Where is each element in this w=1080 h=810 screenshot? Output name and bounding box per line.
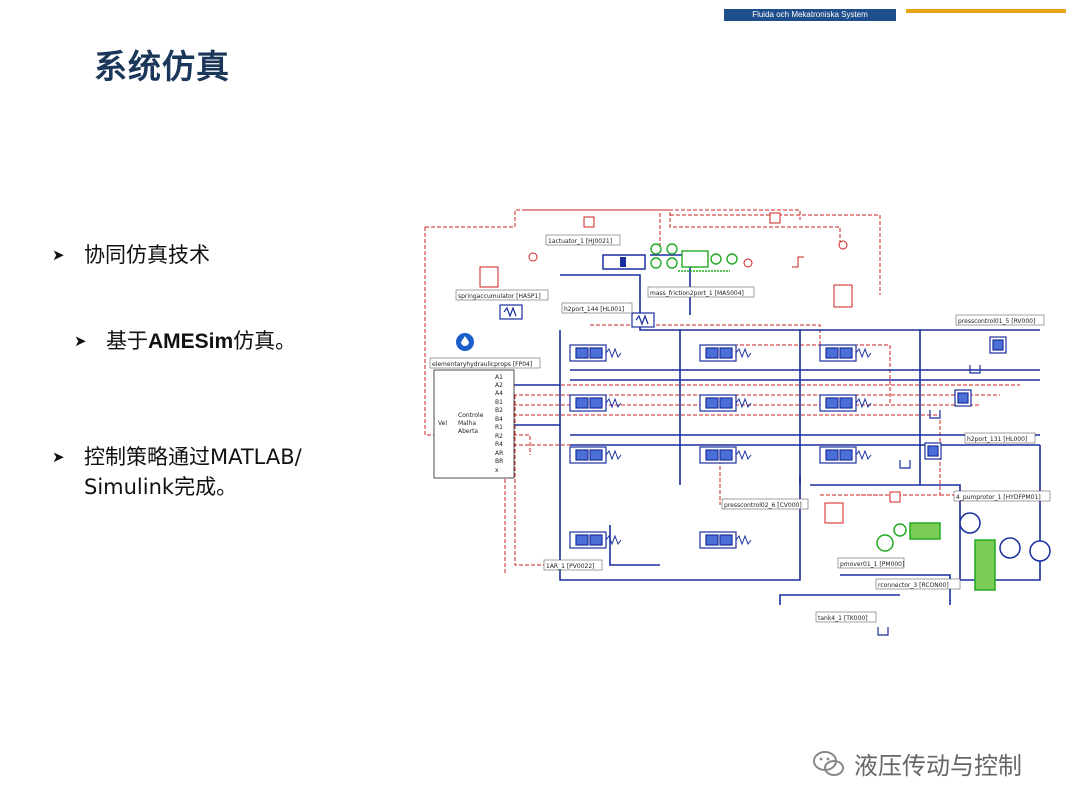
label-spring: springaccumulator [HASP1] — [458, 293, 541, 300]
bullet-2-suffix: 仿真。 — [233, 329, 297, 353]
bullet-arrow-icon: ➤ — [74, 332, 87, 350]
port-label: A2 — [495, 382, 503, 389]
label-ar: 1AR_1 [PV0022] — [546, 563, 595, 570]
amesim-diagram: Vel Controle Malha Aberta A1 A2 A4 B1 B2… — [424, 209, 1051, 636]
port-label: R4 — [495, 441, 503, 448]
label-h2port144: h2port_144 [HL001] — [564, 306, 624, 313]
port-label: A4 — [495, 390, 503, 397]
institution-label: Fluida och Mekatroniska System — [752, 10, 868, 19]
component-labels: 1actuator_1 [HJ0021] springaccumulator [… — [429, 234, 1051, 623]
port-label: B2 — [495, 407, 503, 414]
port-label: B1 — [495, 399, 503, 406]
label-tank: tank4_1 [TK000] — [818, 615, 868, 622]
label-mass: mass_friction2port_1 [MAS004] — [650, 290, 744, 297]
bullet-3: 控制策略通过MATLAB/Simulink完成。 — [84, 442, 354, 502]
control-title-2: Malha — [458, 420, 476, 427]
port-label: R1 — [495, 424, 503, 431]
header-accent-line — [906, 9, 1066, 13]
bullet-1: 协同仿真技术 — [84, 243, 210, 267]
port-label: x — [495, 467, 499, 474]
port-label: R2 — [495, 433, 503, 440]
port-label: A1 — [495, 374, 503, 381]
springs — [605, 347, 872, 546]
port-label: AR — [495, 450, 503, 457]
control-block: Vel Controle Malha Aberta A1 A2 A4 B1 B2… — [433, 369, 515, 479]
port-label: B4 — [495, 416, 503, 423]
header-bar — [724, 9, 896, 21]
bullet-2: 基于AMESim仿真。 — [106, 326, 296, 357]
control-title-3: Aberta — [458, 428, 478, 435]
bullet-3-line2: Simulink完成。 — [84, 475, 238, 499]
label-rconn: rconnector_3 [RCON00] — [878, 582, 949, 589]
bullet-2-prefix: 基于 — [106, 329, 148, 353]
label-press5: presscontrol01_5 [RV000] — [958, 318, 1035, 325]
label-actuator: 1actuator_1 [HJ0021] — [548, 238, 612, 245]
label-props: elementaryhydraulicprops [FP04] — [432, 361, 532, 368]
bullet-2-bold: AMESim — [148, 330, 234, 353]
valves — [569, 336, 1007, 549]
spring-accumulators — [499, 304, 655, 328]
pump-motor — [876, 512, 1051, 591]
tank-symbols — [877, 365, 981, 636]
watermark: 液压传动与控制 — [812, 746, 1022, 781]
mass-friction — [650, 243, 738, 272]
bullet-arrow-icon: ➤ — [52, 448, 65, 466]
actuator — [602, 254, 646, 270]
port-label: BR — [495, 458, 503, 465]
label-pump: 4_pumprotor_1 [HYDFPM01] — [956, 494, 1041, 501]
bullet-3-line1: 控制策略通过MATLAB/ — [84, 445, 302, 469]
control-title-1: Controle — [458, 412, 484, 419]
control-vel-label: Vel — [438, 420, 447, 427]
fluid-props-icon — [456, 333, 474, 351]
label-h2port131: h2port_131 [HL000] — [967, 436, 1027, 443]
bullet-arrow-icon: ➤ — [52, 246, 65, 264]
watermark-text: 液压传动与控制 — [854, 752, 1022, 780]
slide-title: 系统仿真 — [94, 47, 230, 86]
wechat-icon — [813, 750, 844, 776]
label-press6: presscontrol02_6 [CV000] — [724, 502, 802, 509]
signal-blocks — [479, 212, 901, 524]
label-pmover: pmover01_1 [PM000] — [840, 561, 904, 568]
